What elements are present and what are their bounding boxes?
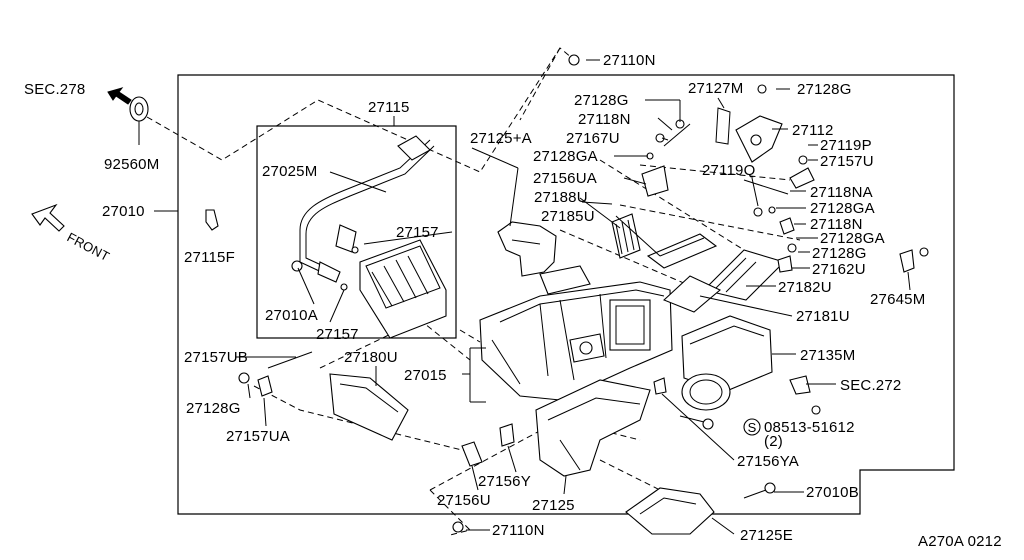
screw-sec272-icon [789, 375, 821, 415]
label-27110n-top: 27110N [603, 52, 656, 69]
label-27188u: 27188U [534, 189, 588, 206]
label-27128g-left: 27128G [186, 400, 241, 417]
clip-27157ua-icon [257, 375, 273, 397]
label-sec278: SEC.278 [24, 81, 85, 98]
bolt-27010b-icon [743, 482, 776, 499]
clip-27156ya-icon [653, 377, 667, 395]
label-27115: 27115 [368, 99, 410, 116]
label-27157u: 27157U [820, 153, 874, 170]
label-27010a: 27010A [265, 307, 318, 324]
s-circle-icon [743, 418, 761, 436]
actuator-27112-icon [715, 107, 783, 163]
label-27115f: 27115F [184, 249, 235, 266]
sec278-arrow-icon [107, 87, 132, 105]
intake-27181u-icon [662, 275, 722, 313]
label-27128g-right: 27128G [797, 81, 852, 98]
label-27110n-bottom: 27110N [492, 522, 545, 539]
label-27157-b: 27157 [316, 326, 359, 343]
clip-27156y-icon [499, 423, 515, 447]
blower-27135m-icon [681, 315, 773, 411]
label-27157ua: 27157UA [226, 428, 290, 445]
label-27162u: 27162U [812, 261, 866, 278]
diagram-code: A270A 0212 [918, 533, 1002, 550]
label-27128ga-top: 27128GA [533, 148, 598, 165]
label-27118n-r: 27118N [810, 216, 863, 233]
label-27010b: 27010B [806, 484, 859, 501]
label-27025m: 27025M [262, 163, 317, 180]
label-27156y: 27156Y [478, 473, 531, 490]
clip-27118n-r-icon [779, 217, 795, 235]
label-27118n-top: 27118N [578, 111, 631, 128]
bolt-27110n-top-icon [568, 54, 580, 66]
rod-27157ub [267, 351, 313, 369]
label-quantity-2: (2) [764, 433, 783, 450]
label-27185u: 27185U [541, 208, 595, 225]
bolt-27110n-bottom-icon [452, 521, 464, 533]
duct-27125a-icon [497, 221, 557, 277]
label-08513-51612: 08513-51612 [764, 419, 855, 436]
label-27180u: 27180U [344, 349, 398, 366]
clip-27128g-left-icon [238, 372, 250, 384]
screw-27128g-right-icon [757, 84, 767, 94]
label-sec272: SEC.272 [840, 377, 901, 394]
clip-27156u-icon [461, 441, 483, 467]
bracket-27645m-icon [899, 249, 915, 273]
rod-27118na [743, 179, 789, 195]
label-27156ua: 27156UA [533, 170, 597, 187]
label-27119p: 27119P [820, 137, 872, 154]
label-27182u: 27182U [778, 279, 832, 296]
main-frame [177, 74, 955, 515]
label-27167u: 27167U [566, 130, 620, 147]
sensor-27119p-icon [789, 155, 815, 189]
s-circle-letter: S [748, 420, 757, 435]
lower-housing-27125 [535, 379, 651, 477]
heater-housing-27015 [479, 265, 673, 401]
label-27118na: 27118NA [810, 184, 873, 201]
label-27156ya: 27156YA [737, 453, 799, 470]
label-27125e: 27125E [740, 527, 793, 544]
label-front: FRONT [65, 229, 112, 264]
label-27157ub: 27157UB [184, 349, 248, 366]
label-27127m: 27127M [688, 80, 743, 97]
label-27128g-top: 27128G [574, 92, 629, 109]
duct-27125e-icon [625, 487, 715, 535]
pipe-assembly-27025m [291, 135, 435, 283]
grommet-92560m-icon [129, 96, 149, 145]
label-27125: 27125 [532, 497, 575, 514]
label-27119q: 27119Q [702, 162, 755, 179]
label-27125a: 27125+A [470, 130, 532, 147]
clip-27115f-icon [205, 209, 219, 231]
clip-27162u-icon [777, 255, 793, 273]
evaporator-core-icon [340, 239, 447, 339]
filter-27185u-icon [611, 213, 641, 259]
leader-lines [236, 59, 911, 535]
evaporator-box-frame [256, 125, 457, 339]
label-27015: 27015 [404, 367, 447, 384]
filter-27188u-icon [646, 233, 718, 269]
label-92560m: 92560M [104, 156, 159, 173]
label-27135m: 27135M [800, 347, 855, 364]
screw-08513-icon [679, 415, 714, 430]
label-27156u: 27156U [437, 492, 491, 509]
filter-27180u-icon [329, 373, 409, 441]
label-27112: 27112 [792, 122, 834, 139]
clip-27128ga-icon [753, 207, 763, 217]
linkage-27128ga-top-icon [641, 119, 691, 197]
label-27181u: 27181U [796, 308, 850, 325]
label-27128g-r: 27128G [812, 245, 867, 262]
label-27128ga-r1: 27128GA [810, 200, 875, 217]
label-27645m: 27645M [870, 291, 925, 308]
front-arrow-icon [31, 203, 65, 232]
label-27128ga-r2: 27128GA [820, 230, 885, 247]
label-27010: 27010 [102, 203, 145, 220]
label-27157-a: 27157 [396, 224, 439, 241]
